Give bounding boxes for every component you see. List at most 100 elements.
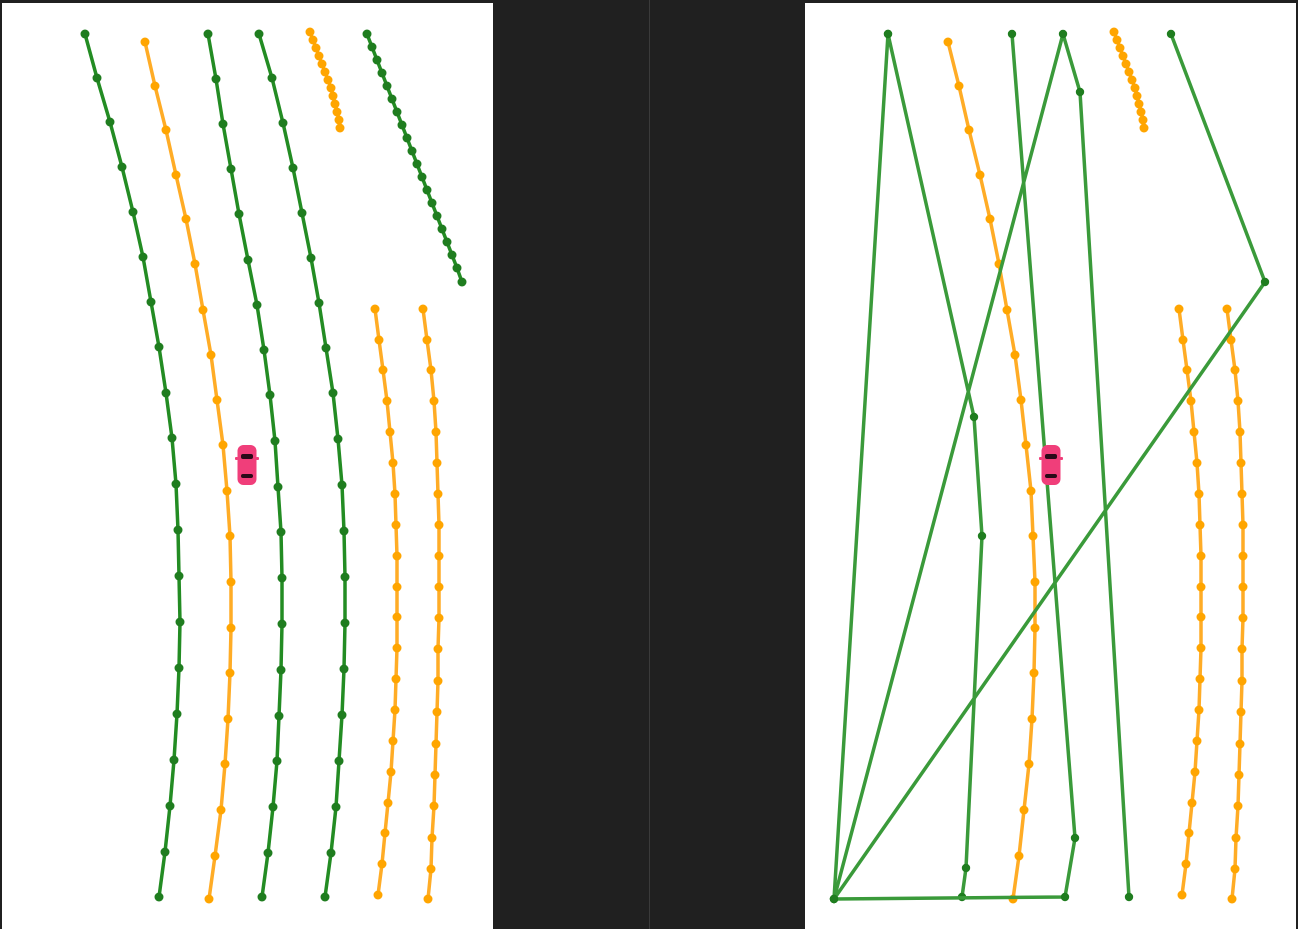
lane-point bbox=[211, 74, 221, 84]
lane-point bbox=[383, 798, 393, 808]
lane-point bbox=[1233, 801, 1243, 811]
lane-point bbox=[173, 525, 183, 535]
lane-3 bbox=[1222, 304, 1248, 904]
lane-point bbox=[234, 209, 244, 219]
lane-point bbox=[1222, 304, 1232, 314]
lane-0 bbox=[80, 29, 185, 902]
lane-point bbox=[1236, 458, 1246, 468]
lane-point bbox=[204, 894, 214, 904]
lane-point bbox=[326, 83, 336, 93]
lane-2 bbox=[203, 29, 287, 902]
lane-point bbox=[268, 802, 278, 812]
lane-point bbox=[92, 73, 102, 83]
lane-point bbox=[1177, 890, 1187, 900]
lane-point bbox=[1194, 705, 1204, 715]
lane-point bbox=[263, 848, 273, 858]
lane-point bbox=[154, 342, 164, 352]
panel-left bbox=[2, 3, 493, 929]
lane-point bbox=[1237, 489, 1247, 499]
lane-point bbox=[334, 756, 344, 766]
lane-point bbox=[1134, 99, 1144, 109]
lane-point bbox=[1118, 51, 1128, 61]
lane-point bbox=[167, 433, 177, 443]
lane-point bbox=[222, 486, 232, 496]
lane-point bbox=[1231, 833, 1241, 843]
lane-point bbox=[390, 489, 400, 499]
lane-point bbox=[1109, 27, 1119, 37]
lane-point bbox=[150, 81, 160, 91]
lane-point bbox=[1230, 365, 1240, 375]
lane-point bbox=[437, 224, 447, 234]
lane-point bbox=[160, 847, 170, 857]
lane-point bbox=[332, 107, 342, 117]
lane-point bbox=[969, 412, 979, 422]
lane-point bbox=[378, 365, 388, 375]
lane-point bbox=[433, 644, 443, 654]
lane-point bbox=[433, 489, 443, 499]
lane-point bbox=[392, 551, 402, 561]
lane-point bbox=[297, 208, 307, 218]
lane-point bbox=[427, 833, 437, 843]
lane-point bbox=[1235, 739, 1245, 749]
lane-point bbox=[392, 582, 402, 592]
lane-point bbox=[1002, 305, 1012, 315]
lane-point bbox=[391, 674, 401, 684]
lane-point bbox=[1075, 87, 1085, 97]
lane-point bbox=[320, 892, 330, 902]
lane-point bbox=[412, 159, 422, 169]
lane-point bbox=[390, 705, 400, 715]
lane-point bbox=[432, 707, 442, 717]
lane-line bbox=[1177, 307, 1203, 897]
lane-point bbox=[388, 736, 398, 746]
lane-point bbox=[373, 890, 383, 900]
lane-point bbox=[429, 396, 439, 406]
lane-point bbox=[1121, 59, 1131, 69]
lane-point bbox=[883, 29, 893, 39]
lane-point bbox=[243, 255, 253, 265]
car-mirror-left bbox=[1039, 457, 1042, 460]
lane-point bbox=[386, 767, 396, 777]
lane-line bbox=[257, 32, 347, 899]
lane-point bbox=[1192, 458, 1202, 468]
lane-point bbox=[165, 801, 175, 811]
lane-point bbox=[430, 770, 440, 780]
lane-2 bbox=[1174, 304, 1206, 900]
lane-point bbox=[1184, 828, 1194, 838]
lane-point bbox=[370, 304, 380, 314]
lane-point bbox=[392, 107, 402, 117]
lane-point bbox=[190, 259, 200, 269]
lane-6 bbox=[370, 304, 402, 900]
panel-right bbox=[805, 3, 1296, 929]
lane-point bbox=[457, 277, 467, 287]
lane-point bbox=[276, 527, 286, 537]
lane-point bbox=[1178, 335, 1188, 345]
lane-point bbox=[105, 117, 115, 127]
lane-point bbox=[1195, 674, 1205, 684]
lane-point bbox=[964, 125, 974, 135]
lane-point bbox=[169, 755, 179, 765]
lane-point bbox=[1187, 798, 1197, 808]
lane-0 bbox=[943, 37, 1040, 904]
lane-point bbox=[1028, 531, 1038, 541]
lane-point bbox=[161, 125, 171, 135]
lane-point bbox=[216, 805, 226, 815]
car-mirror-right bbox=[1060, 457, 1063, 460]
lane-point bbox=[339, 526, 349, 536]
lane-point bbox=[432, 211, 442, 221]
lane-point bbox=[1027, 714, 1037, 724]
lane-point bbox=[314, 298, 324, 308]
lane-point bbox=[146, 297, 156, 307]
lane-point bbox=[337, 480, 347, 490]
lane-point bbox=[138, 252, 148, 262]
lane-point bbox=[417, 172, 427, 182]
lane-point bbox=[372, 55, 382, 65]
lane-point bbox=[1235, 427, 1245, 437]
lane-point bbox=[117, 162, 127, 172]
car-icon bbox=[1039, 445, 1063, 485]
lane-point bbox=[288, 163, 298, 173]
lane-point bbox=[427, 198, 437, 208]
lane-point bbox=[1230, 864, 1240, 874]
car-mirror-left bbox=[235, 457, 238, 460]
lane-point bbox=[1181, 859, 1191, 869]
